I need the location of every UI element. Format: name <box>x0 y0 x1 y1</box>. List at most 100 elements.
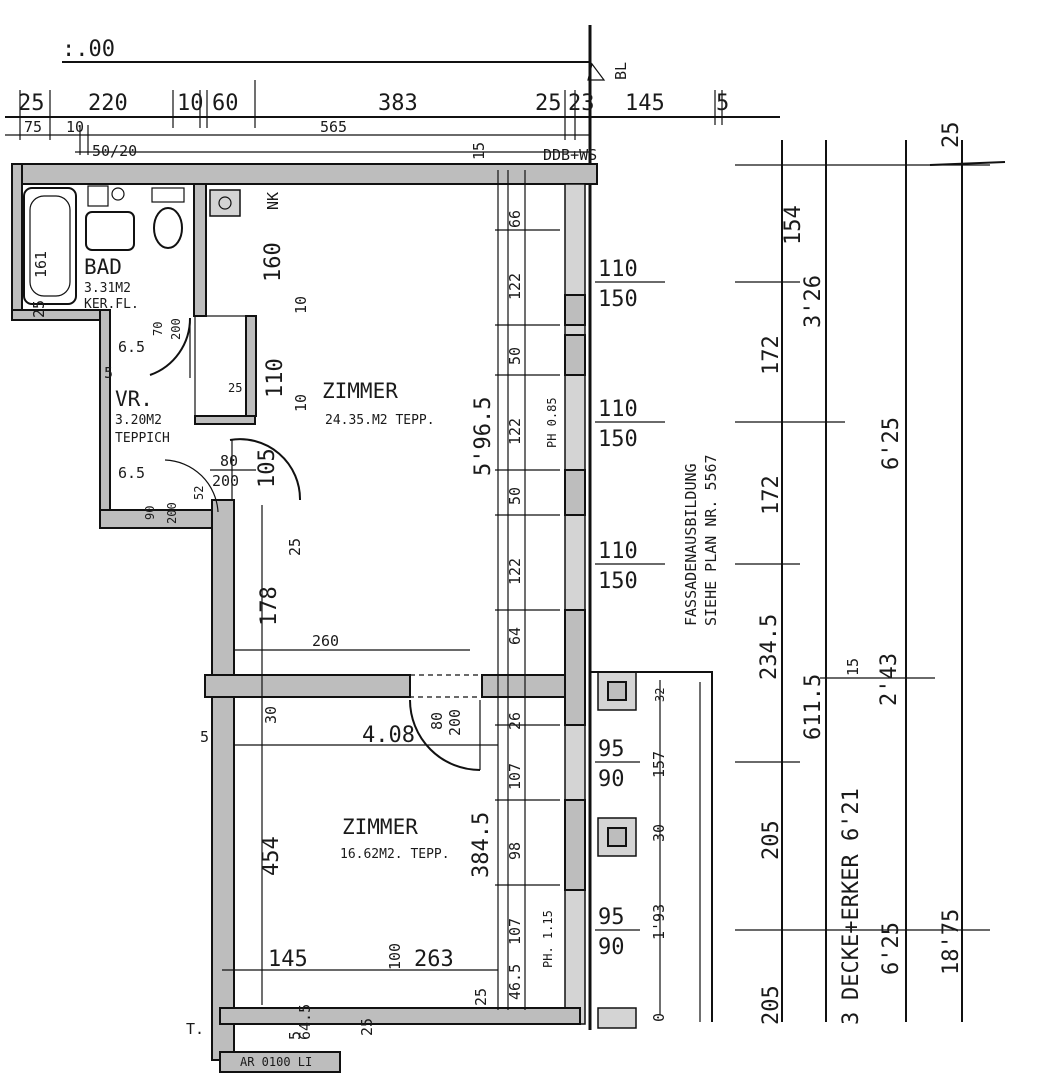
dim-vr-8: 80 <box>220 452 238 470</box>
dim-right-12: 2'43 <box>877 653 902 706</box>
dim-zimmer-5: 454 <box>259 836 284 876</box>
dim-vr-1: 5 <box>104 364 113 382</box>
dim-bad-4: 10 <box>292 394 310 412</box>
dim-right-7: 205 <box>759 820 784 860</box>
bottom-mark-0: T. <box>186 1020 204 1038</box>
dim-second-1: 10 <box>66 118 84 136</box>
dim-bad-5: 110 <box>263 358 288 398</box>
dim-vr-4: 6.5 <box>118 464 145 482</box>
dim-window-4: 110 <box>598 539 638 564</box>
dim-inner-9: 98 <box>506 842 524 860</box>
dim-misc-2: 25 <box>939 122 964 149</box>
bathroom-fixtures <box>23 185 241 305</box>
dim-top-7: 145 <box>625 91 665 116</box>
dim-top-5: 25 <box>535 91 562 116</box>
dim-vr-2: 70 <box>151 322 165 336</box>
dim-erker-4: 0 <box>650 1013 668 1022</box>
dim-zimmer-8: 100 <box>386 943 404 970</box>
dim-inner-5: 122 <box>506 558 524 585</box>
dim-top-2: 10 <box>177 91 204 116</box>
dim-zimmer-0: 5'96.5 <box>471 397 496 476</box>
dim-second-0: 75 <box>24 118 42 136</box>
room-zimmer2-area: 16.62M2. TEPP. <box>340 847 450 862</box>
dim-right-4: 6'25 <box>879 417 904 470</box>
dim-right-3: 172 <box>759 475 784 515</box>
dim-misc-1: 15 <box>470 142 488 160</box>
dim-bad-2: 160 <box>261 242 286 282</box>
right-dimension-lines: 154 3'26 172 172 6'25 234.5 611.5 205 20… <box>735 140 990 1025</box>
dim-zimmer-4: 178 <box>257 586 282 626</box>
dim-bad-0: 161 <box>32 251 50 278</box>
dim-inner-8: 107 <box>506 763 524 790</box>
dim-right-6: 611.5 <box>801 674 826 740</box>
facade-note-line-1: FASSADENAUSBILDUNG <box>682 463 700 626</box>
dim-inner-4: 50 <box>506 487 524 505</box>
room-zimmer1-name: ZIMMER <box>322 379 398 403</box>
toilet-icon <box>153 207 183 249</box>
dim-window-7: 90 <box>598 767 625 792</box>
dim-inner-2: 50 <box>506 347 524 365</box>
dim-zimmer-3: 384.5 <box>469 812 494 878</box>
dim-zimmer-1: 260 <box>312 632 339 650</box>
room-labels: BAD 3.31M2 KER.FL. VR. 3.20M2 TEPPICH ZI… <box>84 192 559 968</box>
room-vr-floor: TEPPICH <box>115 431 170 446</box>
dim-window-5: 150 <box>598 569 638 594</box>
bottom-mark-5: AR 0100 LI <box>240 1055 312 1069</box>
dim-top-0: 25 <box>18 91 45 116</box>
dim-vr-0: 6.5 <box>118 338 145 356</box>
zimmer-dimensions: 5'96.5 260 4.08 384.5 178 454 145 263 10… <box>222 397 498 1006</box>
dim-zimmer-6: 145 <box>268 947 308 972</box>
doors <box>149 317 483 771</box>
room-bad-area: 3.31M2 <box>84 281 131 296</box>
dim-erker-1: 157 <box>650 751 668 778</box>
facade-note: FASSADENAUSBILDUNG SIEHE PLAN NR. 5567 <box>682 454 720 626</box>
dim-inner-0: 66 <box>506 210 524 228</box>
dim-vr-5: 90 <box>143 506 157 520</box>
dim-inner-6: 64 <box>506 627 524 645</box>
dim-vr-3: 200 <box>169 318 183 340</box>
dim-right-13: 3 <box>839 1012 864 1025</box>
sink-icon <box>85 211 135 251</box>
dim-inner-11: 46.5 <box>506 964 524 1000</box>
dim-vr-7: 52 <box>192 486 206 500</box>
bathtub-icon <box>23 187 77 305</box>
room-vr-area: 3.20M2 <box>115 413 162 428</box>
dim-zimmer-2: 4.08 <box>362 723 415 748</box>
dim-inner-3: 122 <box>506 418 524 445</box>
bottom-marks: T. 5 5 64.5 25 AR 0100 LI <box>186 728 376 1069</box>
bl-label: BL <box>612 62 630 80</box>
dim-erker-0: 32 <box>653 688 667 702</box>
dim-window-3: 150 <box>598 427 638 452</box>
bottom-mark-4: 25 <box>358 1018 376 1036</box>
window-dimensions: 110 150 110 150 110 150 95 90 95 90 <box>595 257 665 960</box>
dim-top-1: 220 <box>88 91 128 116</box>
dim-top-6: 23 <box>568 91 595 116</box>
ph-label-2: PH. 1.15 <box>541 910 555 968</box>
dim-misc-0: 50/20 <box>92 142 137 160</box>
dim-window-8: 95 <box>598 905 625 930</box>
bottom-mark-2: 5 <box>286 1031 304 1040</box>
dim-window-1: 150 <box>598 287 638 312</box>
dim-erker-2: 30 <box>650 824 668 842</box>
top-dimension-lines: :.00 25 220 10 60 383 25 23 145 <box>5 25 1006 1030</box>
room-vr-name: VR. <box>115 387 153 411</box>
dim-zimmer-9: 25 <box>286 538 304 556</box>
dim-inner-7: 26 <box>506 712 524 730</box>
dim-bad-6: 25 <box>228 381 242 395</box>
chimney-icon <box>209 189 241 217</box>
dim-right-2: 172 <box>759 335 784 375</box>
dim-top-4: 383 <box>378 91 418 116</box>
dim-right-11: 15 <box>844 658 862 676</box>
dim-vr-12: 200 <box>446 709 464 736</box>
ph-label-1: PH 0.85 <box>545 397 559 448</box>
nk-label: NK <box>264 192 282 210</box>
dim-window-6: 95 <box>598 737 625 762</box>
erker-dimensions: 32 157 30 1'93 0 <box>650 680 668 1022</box>
dim-inner-10: 107 <box>506 918 524 945</box>
dim-right-0: 154 <box>781 205 806 245</box>
ddb-label: DDB+WS <box>543 146 597 164</box>
dim-window-0: 110 <box>598 257 638 282</box>
dim-inner-1: 122 <box>506 273 524 300</box>
dim-right-10: 18'75 <box>939 909 964 975</box>
